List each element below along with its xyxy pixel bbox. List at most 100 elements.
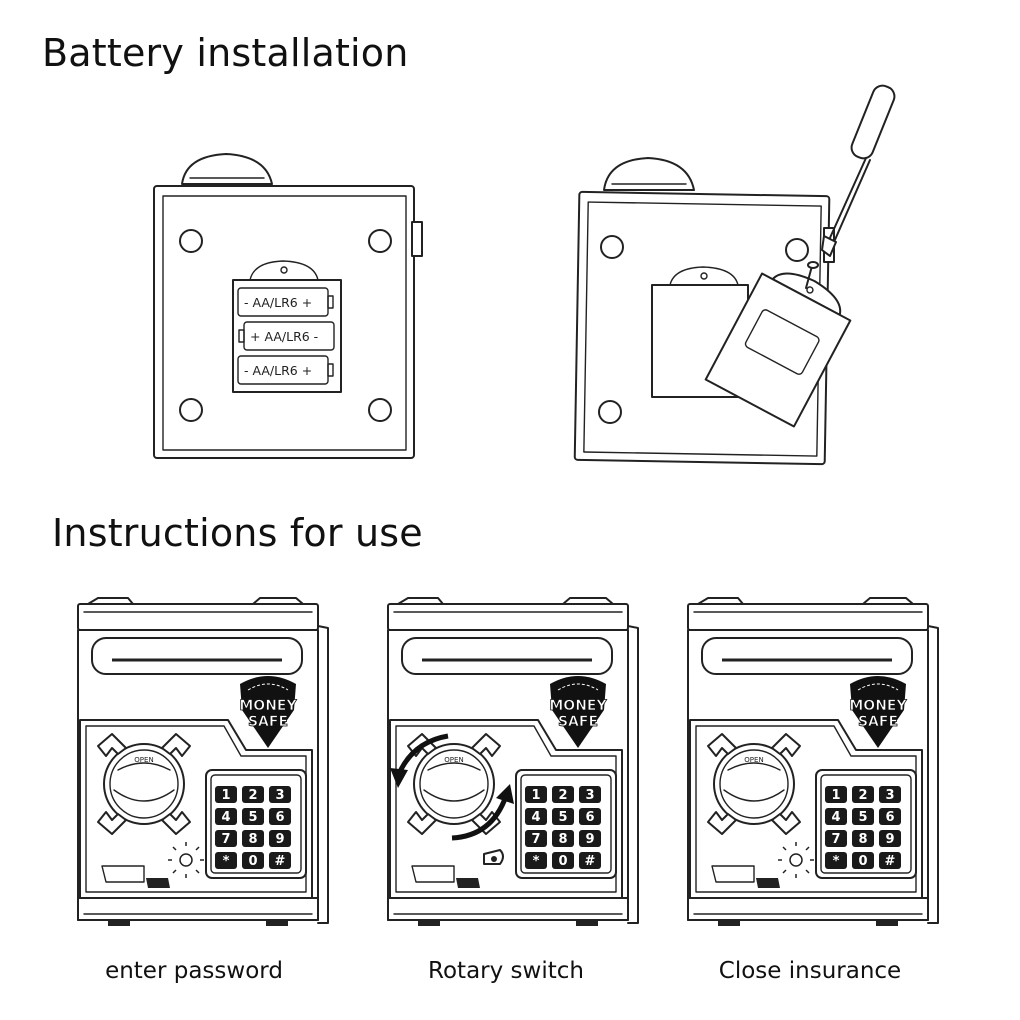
keypad: 1 2 3 4 5 6 7 8 9 * 0 # <box>215 786 291 869</box>
battery-installation-heading: Battery installation <box>42 31 409 75</box>
safe-rotary-switch: MONEY SAFE 1 2 3 4 5 6 7 8 9 * 0 # <box>386 596 640 928</box>
key-label: 7 <box>221 832 230 847</box>
logo-safe: SAFE <box>558 714 598 730</box>
rotate-arrows-icon <box>390 733 514 841</box>
key-label: 5 <box>248 810 257 825</box>
key-4: 4 <box>825 808 847 825</box>
key-4: 4 <box>215 808 237 825</box>
key-1: 1 <box>215 786 237 803</box>
key-label: 7 <box>531 832 540 847</box>
key-label: 5 <box>558 810 567 825</box>
battery-slot-3: - AA/LR6 + <box>237 355 334 385</box>
key-4: 4 <box>525 808 547 825</box>
money-safe-logo: MONEY SAFE <box>239 676 298 748</box>
key-0: 0 <box>852 852 874 869</box>
key-label: 9 <box>885 832 894 847</box>
battery-label: - AA/LR6 + <box>244 363 312 378</box>
light-indicator-icon <box>168 842 204 878</box>
key-6: 6 <box>269 808 291 825</box>
key-7: 7 <box>525 830 547 847</box>
key-7: 7 <box>215 830 237 847</box>
key-label: 0 <box>248 854 257 869</box>
key-label: * <box>223 854 230 869</box>
key-label: * <box>833 854 840 869</box>
key-1: 1 <box>825 786 847 803</box>
logo-money: MONEY <box>549 698 607 714</box>
key-8: 8 <box>552 830 574 847</box>
safe-close-insurance: MONEY SAFE 1 2 3 4 5 6 7 8 <box>686 596 940 928</box>
key-6: 6 <box>579 808 601 825</box>
key-1: 1 <box>525 786 547 803</box>
key-8: 8 <box>242 830 264 847</box>
key-star: * <box>215 852 237 869</box>
key-label: 6 <box>585 810 594 825</box>
key-5: 5 <box>852 808 874 825</box>
key-label: * <box>533 854 540 869</box>
key-label: 7 <box>831 832 840 847</box>
key-label: # <box>275 854 286 869</box>
money-safe-logo: MONEY SAFE <box>849 676 908 748</box>
keypad: 1 2 3 4 5 6 7 8 9 * 0 # <box>525 786 601 869</box>
key-label: # <box>885 854 896 869</box>
key-label: 5 <box>858 810 867 825</box>
instructions-heading: Instructions for use <box>52 511 423 555</box>
key-label: 6 <box>275 810 284 825</box>
keypad: 1 2 3 4 5 6 7 8 9 * 0 # <box>825 786 901 869</box>
key-label: 3 <box>585 788 594 803</box>
key-hash: # <box>879 852 901 869</box>
money-safe-logo: MONEY SAFE <box>549 676 608 748</box>
key-hash: # <box>579 852 601 869</box>
key-3: 3 <box>879 786 901 803</box>
step-caption-rotary-switch: Rotary switch <box>428 958 584 984</box>
key-label: 1 <box>831 788 840 803</box>
battery-slot-1: - AA/LR6 + <box>237 287 334 317</box>
key-label: 8 <box>858 832 867 847</box>
key-5: 5 <box>242 808 264 825</box>
key-label: 0 <box>858 854 867 869</box>
key-label: 2 <box>858 788 867 803</box>
key-label: 0 <box>558 854 567 869</box>
key-9: 9 <box>879 830 901 847</box>
light-indicator-icon <box>778 842 814 878</box>
logo-money: MONEY <box>239 698 297 714</box>
key-3: 3 <box>579 786 601 803</box>
key-label: 3 <box>275 788 284 803</box>
key-label: 9 <box>585 832 594 847</box>
logo-safe: SAFE <box>858 714 898 730</box>
key-label: 1 <box>531 788 540 803</box>
key-2: 2 <box>852 786 874 803</box>
key-6: 6 <box>879 808 901 825</box>
key-label: 8 <box>248 832 257 847</box>
key-7: 7 <box>825 830 847 847</box>
key-5: 5 <box>552 808 574 825</box>
logo-money: MONEY <box>849 698 907 714</box>
key-label: # <box>585 854 596 869</box>
key-label: 9 <box>275 832 284 847</box>
battery-label: - AA/LR6 + <box>244 295 312 310</box>
key-label: 2 <box>248 788 257 803</box>
battery-label: + AA/LR6 - <box>250 329 318 344</box>
key-label: 2 <box>558 788 567 803</box>
key-hash: # <box>269 852 291 869</box>
key-2: 2 <box>552 786 574 803</box>
key-9: 9 <box>579 830 601 847</box>
key-label: 4 <box>531 810 540 825</box>
key-8: 8 <box>852 830 874 847</box>
key-3: 3 <box>269 786 291 803</box>
step-caption-close-insurance: Close insurance <box>718 958 902 984</box>
key-9: 9 <box>269 830 291 847</box>
logo-safe: SAFE <box>248 714 288 730</box>
battery-cover <box>704 272 852 428</box>
key-2: 2 <box>242 786 264 803</box>
key-star: * <box>825 852 847 869</box>
screwdriver-icon <box>821 84 896 257</box>
key-label: 1 <box>221 788 230 803</box>
key-label: 4 <box>221 810 230 825</box>
key-label: 6 <box>885 810 894 825</box>
key-label: 3 <box>885 788 894 803</box>
key-0: 0 <box>242 852 264 869</box>
key-0: 0 <box>552 852 574 869</box>
key-star: * <box>525 852 547 869</box>
key-label: 4 <box>831 810 840 825</box>
